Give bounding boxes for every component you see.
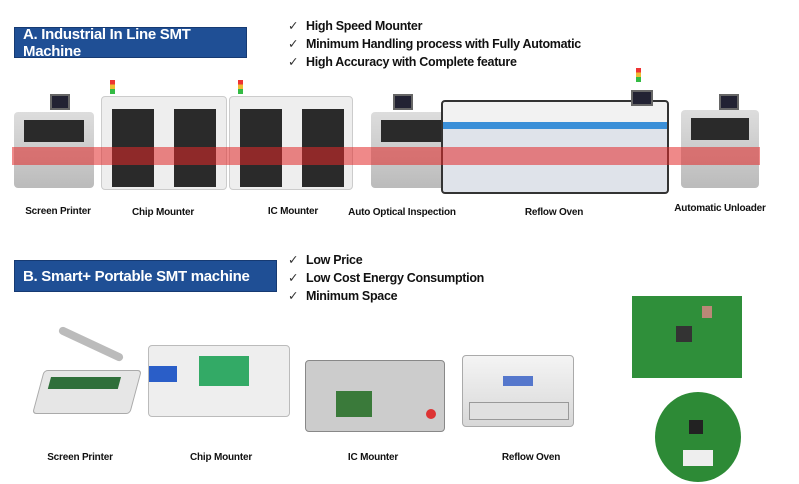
label-portable-ic-mounter: IC Mounter — [347, 452, 399, 463]
feature-text: Low Cost Energy Consumption — [306, 271, 485, 285]
ic-mounter-image — [229, 96, 353, 190]
portable-reflow-oven-image — [462, 355, 574, 427]
pcb-round-image — [655, 392, 741, 482]
conveyor-highlight-band — [12, 147, 760, 165]
portable-screen-printer-image — [32, 370, 142, 414]
feature-item: ✓ High Accuracy with Complete feature — [288, 53, 581, 71]
section-a-features: ✓ High Speed Mounter ✓ Minimum Handling pr… — [288, 17, 581, 71]
label-reflow-oven: Reflow Oven — [524, 207, 584, 218]
check-icon: ✓ — [288, 37, 299, 51]
portable-chip-mounter-image — [148, 345, 290, 417]
label-portable-screen-printer: Screen Printer — [47, 452, 113, 463]
feature-text: Minimum Space — [306, 289, 398, 303]
check-icon: ✓ — [288, 271, 299, 285]
section-b-features: ✓Low Price ✓Low Cost Energy Consumption … — [288, 251, 484, 305]
feature-text: Minimum Handling process with Fully Auto… — [306, 37, 581, 51]
feature-item: ✓ Low Cost Energy Consumption — [288, 269, 484, 287]
check-icon: ✓ — [288, 253, 299, 267]
feature-text: High Accuracy with Complete feature — [306, 55, 517, 69]
chip-mounter-image — [101, 96, 227, 190]
feature-item: ✓ Low Price — [288, 251, 484, 269]
label-portable-chip-mounter: Chip Mounter — [189, 452, 253, 463]
section-a-header: A. Industrial In Line SMT Machine — [14, 26, 247, 60]
feature-item: ✓ High Speed Mounter — [288, 17, 581, 35]
pcb-rectangular-image — [632, 296, 742, 378]
portable-ic-mounter-image — [305, 360, 445, 432]
feature-text: High Speed Mounter — [306, 19, 423, 33]
feature-text: Low Price — [306, 253, 363, 267]
feature-item: ✓ Minimum Space — [288, 287, 484, 305]
label-portable-reflow-oven: Reflow Oven — [501, 452, 561, 463]
label-automatic-unloader: Automatic Unloader — [674, 203, 766, 214]
check-icon: ✓ — [288, 19, 299, 33]
label-screen-printer: Screen Printer — [25, 206, 91, 217]
label-aoi: Auto Optical Inspection — [348, 207, 456, 218]
check-icon: ✓ — [288, 55, 299, 69]
check-icon: ✓ — [288, 289, 299, 303]
label-chip-mounter: Chip Mounter — [131, 207, 195, 218]
feature-item: ✓ Minimum Handling process with Fully Aut… — [288, 35, 581, 53]
label-ic-mounter: IC Mounter — [267, 206, 319, 217]
section-b-header: B. Smart+ Portable SMT machine — [14, 260, 277, 292]
